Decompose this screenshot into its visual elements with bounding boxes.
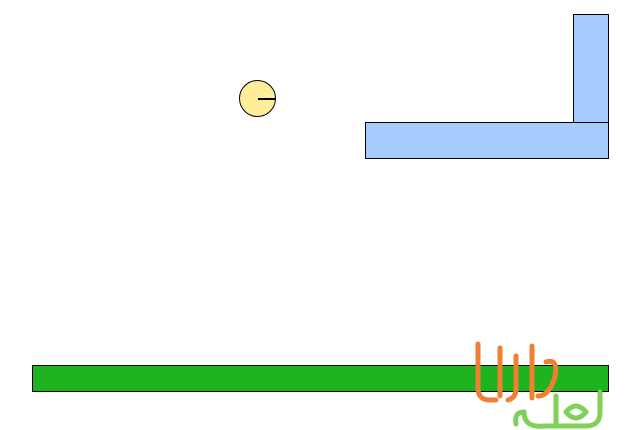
ball-rotation-indicator [258,98,275,100]
blue-vertical-wall [573,14,609,124]
blue-horizontal-platform [365,122,609,159]
green-ground-platform [32,365,609,392]
ball[interactable] [239,80,276,117]
